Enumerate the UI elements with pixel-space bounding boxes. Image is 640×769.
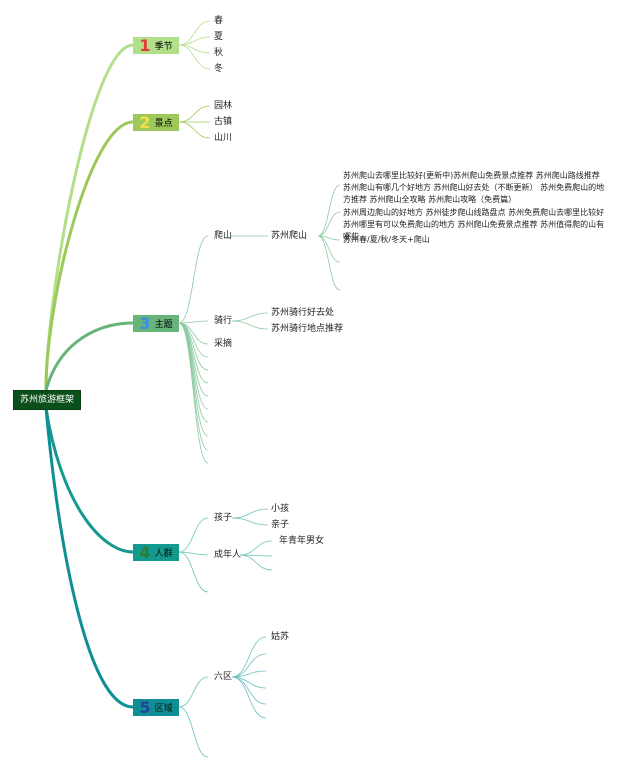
sub-connector xyxy=(231,508,269,519)
main-branch-line xyxy=(44,43,134,391)
topic-adults[interactable]: 成年人 xyxy=(214,550,242,560)
leaf-ancient-towns[interactable]: 古镇 xyxy=(214,117,233,127)
topic-suzhou-hiking[interactable]: 苏州爬山 xyxy=(271,231,308,241)
branch-label: 景点 xyxy=(154,119,173,129)
leaf-winter[interactable]: 冬 xyxy=(214,64,224,74)
leaf-young-adults[interactable]: 年青年男女 xyxy=(279,536,325,546)
branch-label: 区域 xyxy=(154,704,173,714)
main-branch-line xyxy=(44,120,134,391)
leaf-kids[interactable]: 小孩 xyxy=(271,504,290,514)
branch-number: 5 xyxy=(139,698,151,717)
leaf-connector xyxy=(178,20,211,46)
sub-connector xyxy=(231,676,267,719)
branch-label: 人群 xyxy=(154,549,173,559)
sub-connector xyxy=(231,517,269,526)
sub-connector xyxy=(317,235,341,291)
leaf-connector xyxy=(178,517,209,553)
branch-label: 季节 xyxy=(154,42,173,52)
leaf-connector xyxy=(178,551,209,593)
sub-connector xyxy=(231,653,267,678)
branch-node-season[interactable]: 1 季节 xyxy=(133,37,179,54)
branch-label: 主题 xyxy=(154,320,173,330)
topic-children[interactable]: 孩子 xyxy=(214,513,233,523)
leaf-connector xyxy=(178,105,211,123)
sub-connector xyxy=(231,676,267,705)
sub-connector xyxy=(231,636,267,678)
branch-node-themes[interactable]: 3 主题 xyxy=(133,315,179,332)
leaf-connector xyxy=(178,322,209,451)
leaf-connector xyxy=(178,551,209,556)
leaf-connector xyxy=(178,36,211,46)
leaf-connector xyxy=(178,676,209,708)
sub-connector xyxy=(317,211,341,237)
leaf-connector xyxy=(178,320,209,324)
leaf-connector xyxy=(178,322,209,423)
leaf-spring[interactable]: 春 xyxy=(214,16,224,26)
sub-connector xyxy=(231,320,269,330)
keyword-group-3[interactable]: 苏州春/夏/秋/冬天+爬山 xyxy=(343,235,430,244)
leaf-connector xyxy=(178,235,209,324)
branch-node-audience[interactable]: 4 人群 xyxy=(133,544,179,561)
branch-number: 2 xyxy=(139,113,151,132)
keyword-group-1[interactable]: 苏州爬山去哪里比较好(更新中)苏州爬山免费景点推荐 苏州爬山路线推荐 苏州爬山有… xyxy=(343,171,605,204)
root-node[interactable]: 苏州旅游框架 xyxy=(13,390,81,410)
branch-number: 4 xyxy=(139,543,151,562)
sub-connector xyxy=(231,312,269,322)
leaf-connector xyxy=(178,44,211,70)
leaf-mountains-rivers[interactable]: 山川 xyxy=(214,133,233,143)
leaf-cycling-spots[interactable]: 苏州骑行好去处 xyxy=(271,308,335,318)
topic-cycling[interactable]: 骑行 xyxy=(214,316,233,326)
sub-connector xyxy=(239,554,273,571)
leaf-connector xyxy=(178,322,209,464)
leaf-gusu[interactable]: 姑苏 xyxy=(271,632,290,642)
leaf-autumn[interactable]: 秋 xyxy=(214,48,224,58)
leaf-connector xyxy=(178,706,209,758)
main-branch-line xyxy=(44,407,134,709)
keyword-group-2[interactable]: 苏州周边爬山的好地方 苏州徒步爬山线路盘点 苏州免费爬山去哪里比较好 苏州哪里有… xyxy=(343,208,605,241)
leaf-cycling-recommend[interactable]: 苏州骑行地点推荐 xyxy=(271,324,344,334)
topic-hiking[interactable]: 爬山 xyxy=(214,231,233,241)
branch-number: 3 xyxy=(139,314,151,333)
sub-connector xyxy=(239,540,273,556)
branch-number: 1 xyxy=(139,36,151,55)
leaf-connector xyxy=(178,121,211,139)
leaf-gardens[interactable]: 园林 xyxy=(214,101,233,111)
leaf-summer[interactable]: 夏 xyxy=(214,32,224,42)
leaf-family[interactable]: 亲子 xyxy=(271,520,290,530)
branch-node-region[interactable]: 5 区域 xyxy=(133,699,179,716)
leaf-connector xyxy=(178,322,209,371)
main-branch-line xyxy=(44,321,134,391)
topic-picking[interactable]: 采摘 xyxy=(214,339,233,349)
main-branch-line xyxy=(44,407,134,554)
sub-connector xyxy=(317,184,341,237)
branch-node-attractions[interactable]: 2 景点 xyxy=(133,114,179,131)
topic-six-districts[interactable]: 六区 xyxy=(214,672,233,682)
